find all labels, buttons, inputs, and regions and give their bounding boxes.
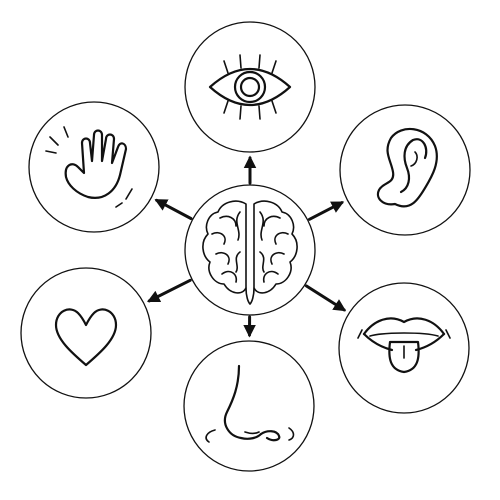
ear-node — [339, 104, 471, 236]
mouth-node — [338, 282, 470, 414]
heart-icon — [54, 308, 118, 367]
eye-node — [184, 21, 316, 153]
ear-circle — [339, 104, 471, 236]
brain-circle — [184, 184, 316, 316]
hand-circle — [28, 101, 160, 233]
nose-node — [183, 340, 315, 472]
brain-icon — [202, 200, 298, 305]
arrow-to-heart — [147, 278, 192, 303]
nose-circle — [183, 340, 315, 472]
hand-icon — [45, 126, 133, 208]
heart-node — [20, 267, 152, 399]
arrow-to-ear — [308, 201, 345, 221]
arrow-to-mouth — [305, 284, 347, 312]
hand-node — [28, 101, 160, 233]
ear-icon — [376, 127, 438, 208]
tongue-mouth-icon — [357, 317, 451, 374]
connector-arrows — [147, 155, 347, 338]
eye-circle — [184, 21, 316, 153]
eye-icon — [208, 54, 292, 120]
arrow-to-hand — [154, 198, 193, 220]
heart-circle — [20, 267, 152, 399]
nose-icon — [205, 364, 295, 443]
brain-node — [184, 184, 316, 316]
